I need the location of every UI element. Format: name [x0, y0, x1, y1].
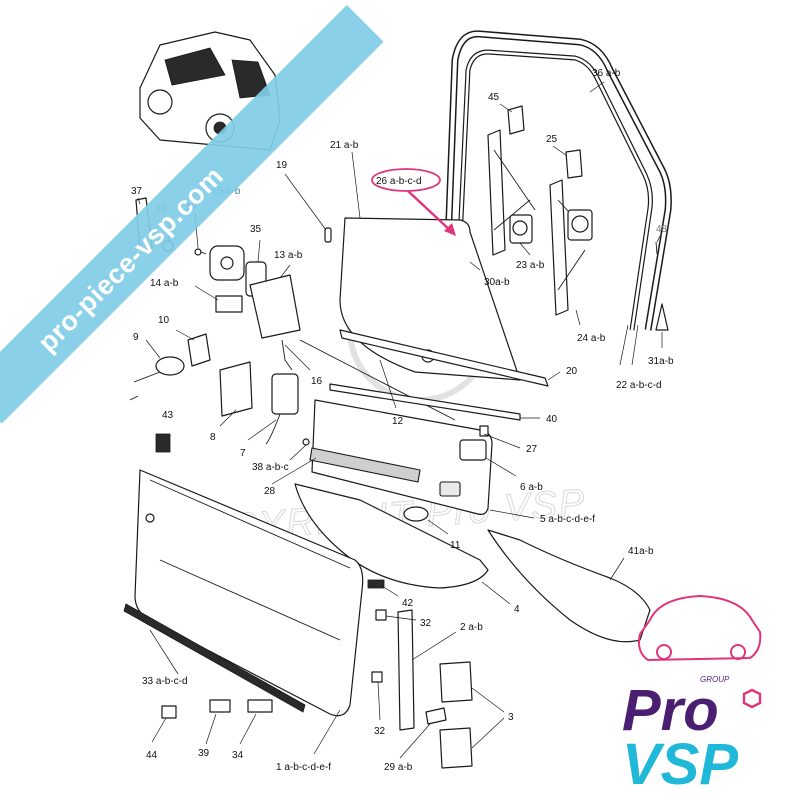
label-41: 41a-b [628, 546, 654, 557]
label-26: 26 a-b-c-d [376, 176, 422, 187]
label-42: 42 [402, 598, 414, 609]
label-29: 29 a-b [384, 762, 413, 773]
part-34-badge [247, 699, 273, 713]
label-43: 43 [162, 410, 174, 421]
callouts: 36 a-b 45 25 21 a-b 26 a-b-c-d 19 37 15 … [131, 68, 674, 773]
part-11-handle [403, 506, 429, 522]
label-35: 35 [250, 224, 262, 235]
label-2: 2 a-b [460, 622, 483, 633]
label-44: 44 [146, 750, 158, 761]
part-40-inner-strip [329, 383, 521, 421]
part-32-clips [371, 609, 387, 683]
provsp-logo: GROUP Pro VSP [622, 594, 762, 797]
part-44-badge [161, 705, 177, 719]
leader-lines [137, 81, 663, 759]
part-41-speaker-trim [487, 529, 651, 643]
part-12-rod [299, 339, 456, 421]
part-39-badge [209, 699, 231, 713]
label-23: 23 a-b [516, 260, 545, 271]
part-33-seal [123, 603, 306, 713]
label-12: 12 [392, 416, 404, 427]
part-9-lock-barrel [129, 356, 185, 401]
label-13: 13 a-b [274, 250, 303, 261]
label-19: 19 [276, 160, 288, 171]
label-40: 40 [546, 414, 558, 425]
part-23-window-regulator [487, 129, 536, 256]
part-31-wedge [655, 303, 669, 331]
part-6-handle [459, 439, 487, 461]
label-11: 11 [450, 540, 461, 551]
highlight-ring-26 [371, 168, 441, 192]
label-27: 27 [526, 444, 538, 455]
label-34: 34 [232, 750, 244, 761]
label-8: 8 [210, 432, 216, 443]
label-32b: 32 [374, 726, 386, 737]
label-7: 7 [240, 448, 246, 459]
part-4-pocket [294, 483, 489, 589]
label-9: 9 [133, 332, 139, 343]
part-45-bracket [507, 105, 525, 135]
label-4: 4 [514, 604, 520, 615]
highlight-arrow-26 [444, 223, 456, 236]
part-8-bracket [219, 361, 253, 417]
part-3-hinges [439, 661, 473, 769]
label-10: 10 [158, 315, 170, 326]
car-outline-logo-icon [638, 594, 762, 662]
label-16: 16 [311, 376, 323, 387]
label-24: 24 a-b [577, 333, 606, 344]
part-20-outer-strip [339, 329, 549, 387]
part-27-clip [479, 425, 489, 437]
label-3: 3 [508, 712, 514, 723]
label-48: 48 [656, 224, 668, 235]
part-7-actuator [265, 373, 299, 445]
part-15-stop [209, 245, 245, 281]
highlight-leader-26 [407, 190, 453, 233]
part-10-cover [187, 333, 211, 367]
label-45: 45 [488, 92, 500, 103]
hex-nut-logo-icon [742, 688, 762, 709]
label-33: 33 a-b-c-d [142, 676, 188, 687]
logo-vsp-text: VSP [622, 732, 738, 797]
part-17-screw [194, 248, 207, 256]
label-25: 25 [546, 134, 558, 145]
label-22: 22 a-b-c-d [616, 380, 662, 391]
part-48-screw [655, 241, 658, 255]
part-42-strip [367, 579, 385, 589]
part-29-clip [425, 707, 447, 725]
part-25-bracket [565, 149, 583, 179]
label-36: 36 a-b [592, 68, 621, 79]
label-1: 1 a-b-c-d-e-f [276, 762, 331, 773]
label-5: 5 a-b-c-d-e-f [540, 514, 595, 525]
label-39: 39 [198, 748, 210, 759]
label-37: 37 [131, 186, 143, 197]
part-1-door-shell [134, 469, 364, 717]
label-14: 14 a-b [150, 278, 179, 289]
part-36-window-seal [441, 30, 672, 331]
part-14-clip [215, 295, 243, 313]
part-28-insert [309, 447, 421, 483]
watermark-band [0, 4, 384, 424]
label-30: 30a-b [484, 277, 510, 288]
part-16-rod [281, 339, 293, 371]
label-21: 21 a-b [330, 140, 359, 151]
label-38: 38 a-b-c [252, 462, 289, 473]
label-20: 20 [566, 366, 578, 377]
label-28: 28 [264, 486, 276, 497]
part-24-window-regulator [549, 179, 593, 316]
part-2-hinge-plate [397, 609, 415, 731]
logo-group-text: GROUP [700, 675, 730, 684]
label-31: 31a-b [648, 356, 674, 367]
logo-pro-text: Pro [622, 678, 719, 743]
part-43-strip [155, 433, 171, 453]
part-38-clip [302, 438, 310, 446]
part-19-peg [324, 227, 332, 243]
part-13-lock [249, 274, 301, 339]
label-32a: 32 [420, 618, 432, 629]
label-6: 6 a-b [520, 482, 543, 493]
